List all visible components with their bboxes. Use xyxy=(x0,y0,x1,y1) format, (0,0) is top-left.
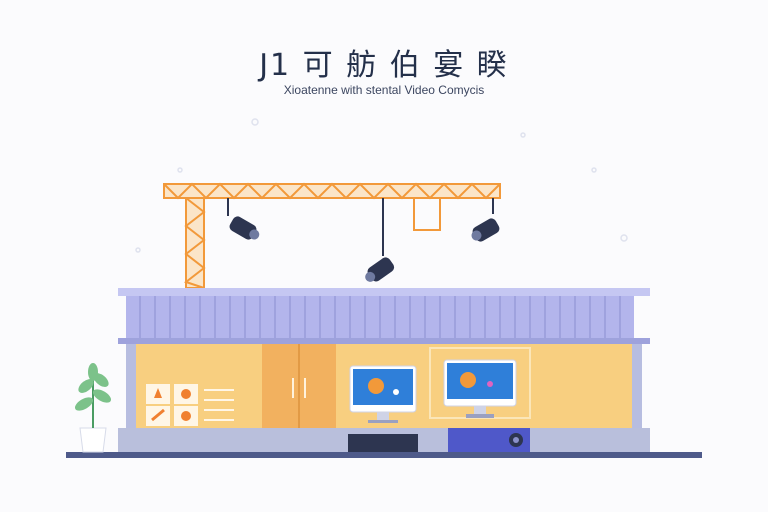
building-roof xyxy=(118,288,650,344)
speaker-icon xyxy=(448,428,530,452)
building-base xyxy=(118,428,650,452)
page-title: J1 可 舫 伯 宴 睽 xyxy=(259,48,509,83)
ground-line xyxy=(66,452,702,458)
page-subtitle: Xioatenne with stental Video Comycis xyxy=(283,83,485,97)
camera-icon xyxy=(227,198,500,282)
plant-icon xyxy=(74,363,112,453)
crane-icon xyxy=(163,182,501,289)
background-dots xyxy=(135,118,628,253)
monitor-icon xyxy=(349,359,517,423)
cone-icon xyxy=(146,384,234,426)
